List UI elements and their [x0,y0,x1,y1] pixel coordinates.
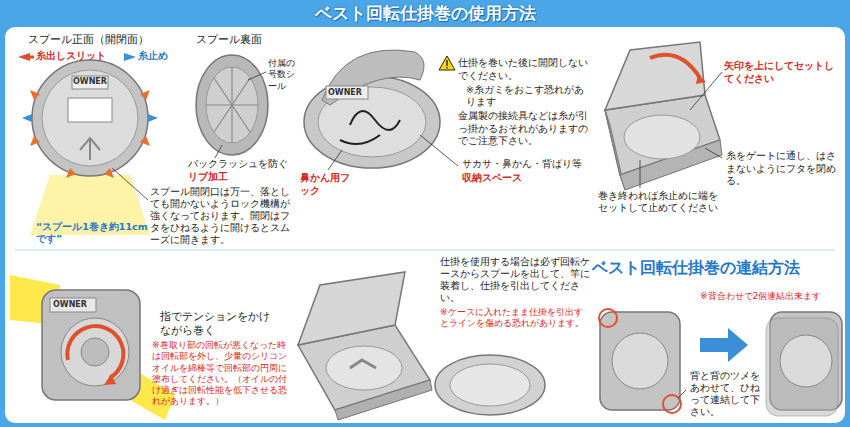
instruction-text: 矢印を上にしてセットしてください [724,60,842,85]
logo-text: OWNER [328,88,366,98]
part-name: リブ加工 [188,171,268,184]
note-text: ※巻取り部の回転が悪くなった時は回転部を外し、少量のシリコンオイルを綿棒等で回転… [152,340,288,408]
part-name: サカサ・鼻かん・背ばり等 [462,158,590,171]
note-text: ※ケースに入れたまま仕掛を引出すとラインを傷める恐れがあります。 [440,307,590,330]
instruction-text: 巻き終われば糸止めに端をセットして止めてください [598,190,722,214]
instruction-text: 糸をゲートに通し、はさまないようにフタを閉める。 [726,150,842,188]
warning-text: ※糸ガミをおこす恐れがあります [466,84,590,108]
instruction-text: 背と背のツメをあわせて、ひねって連結して下さい。 [690,370,764,418]
note-text: “スプール1巻き約11cmです” [36,221,148,245]
title-banner-text: ベスト回転仕掛巻の使用方法 [0,2,850,25]
instruction-text: 仕掛を使用する場合は必ず回転ケースからスプールを出して、竿に装着し、仕掛を引出し… [440,256,590,304]
part-name: 鼻かん用フック [300,172,352,197]
part-name: 付属の号数シール [268,58,300,92]
logo-text: OWNER [73,77,107,87]
section-heading: ベスト回転仕掛巻の連結方法 [592,258,842,278]
part-name: 糸止め [138,50,188,63]
note-text: ※背合わせで2個連結出来ます [700,291,840,302]
part-heading: スプール裏面 [196,33,286,47]
instruction-text: 指でテンションをかけながら巻く [160,310,272,338]
part-name: バックラッシュを防ぐ [188,158,298,170]
warning-text: 金属製の接続具などは糸が引っ掛かるおそれがありますのでご注意下さい。 [458,110,590,148]
note-text: スプール開閉口は万一、落としても開かないようロック機構が強くなっております。開閉… [150,186,298,245]
part-name: 糸出しスリット [36,50,116,63]
part-heading: スプール正面（開閉面） [28,33,158,47]
logo-text: OWNER [53,300,95,310]
warning-text: 仕掛を巻いた後に開閉しないでください。 [458,57,590,82]
part-name: 収納スペース [462,172,552,185]
